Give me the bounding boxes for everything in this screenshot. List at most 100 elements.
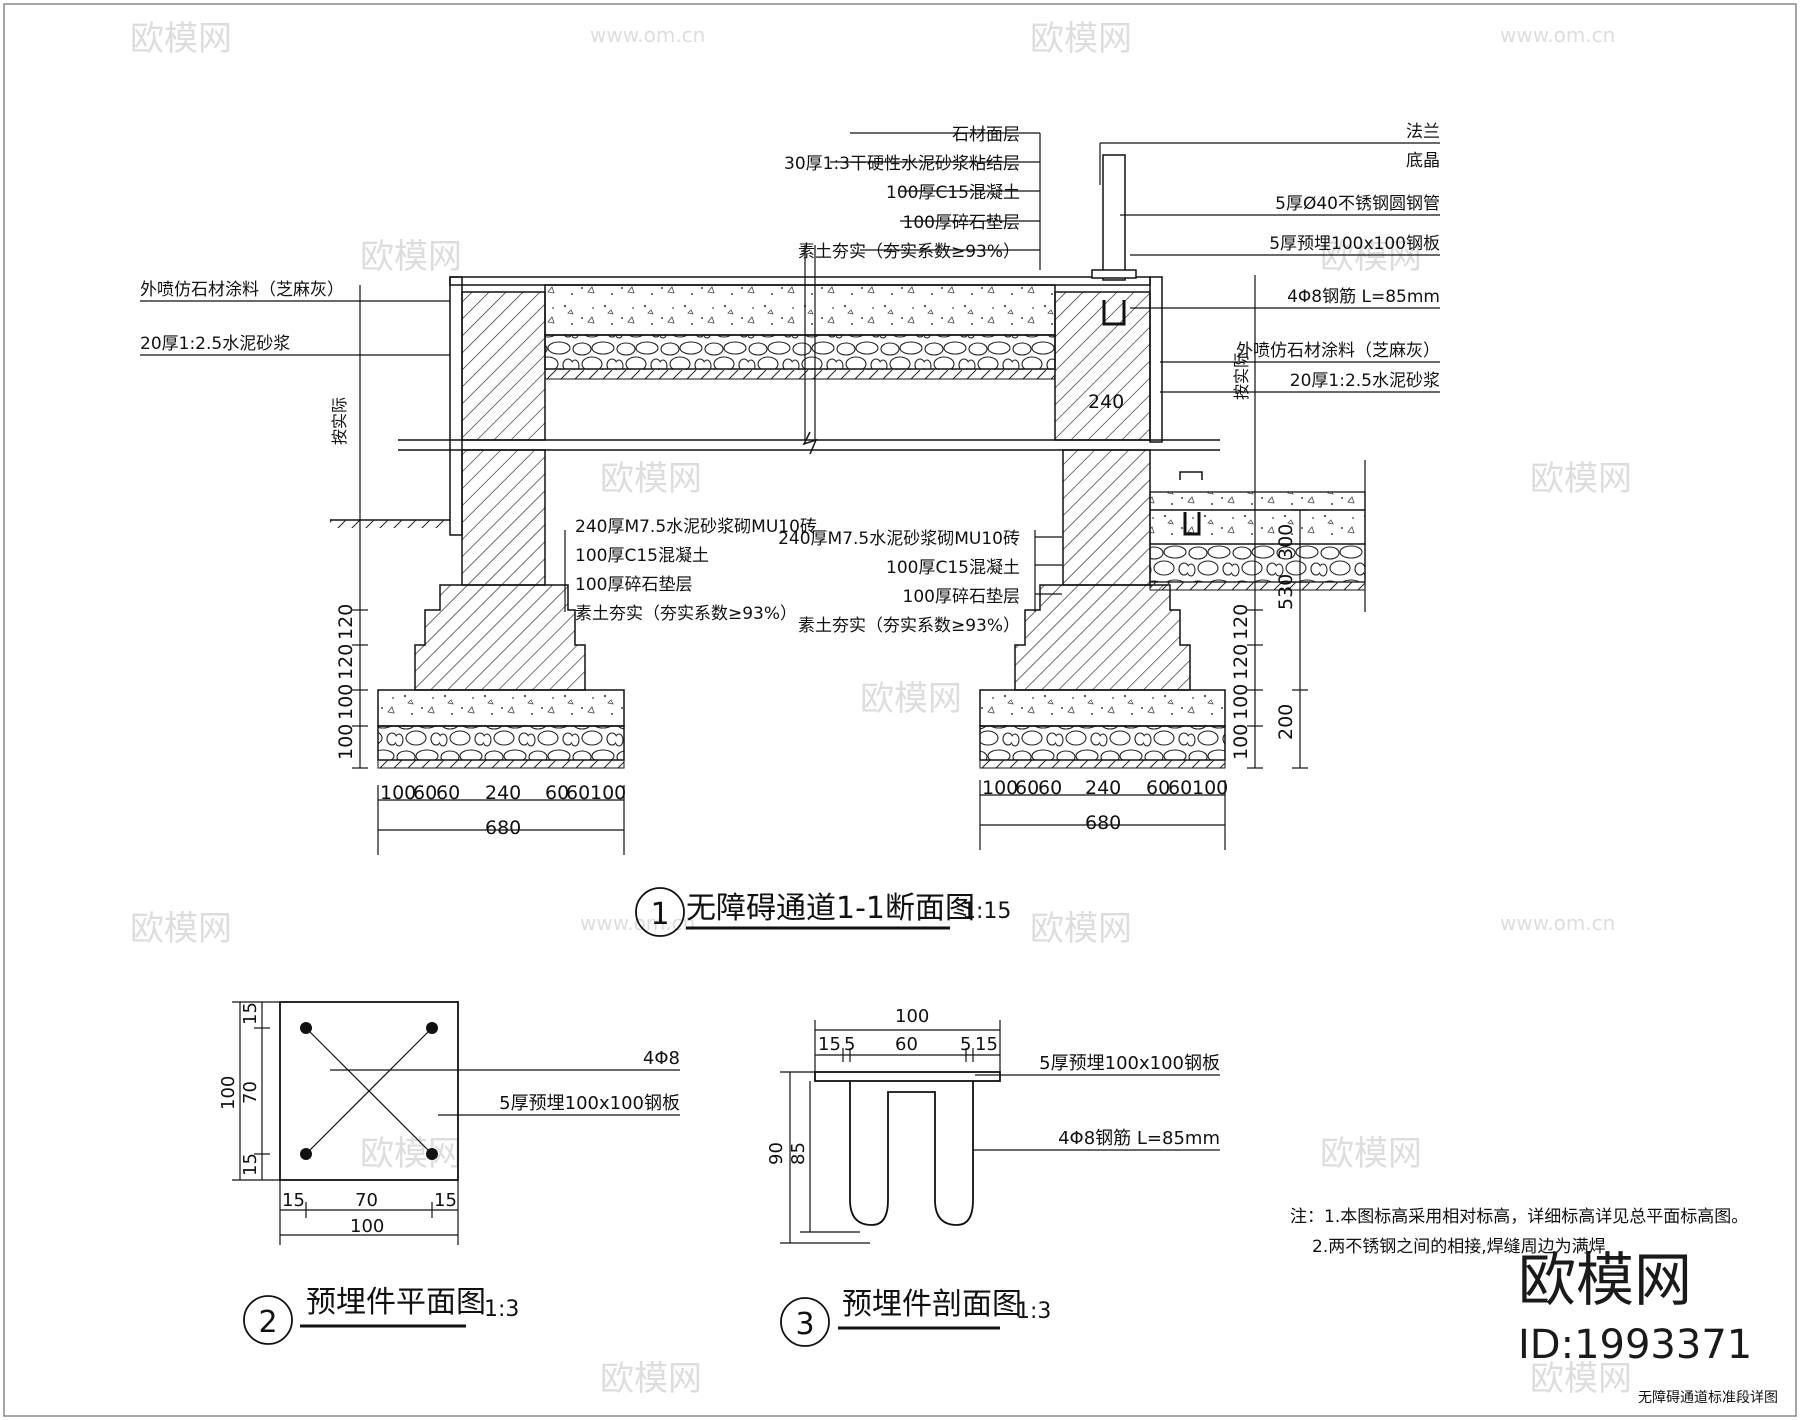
dim-240-top: 240	[1088, 391, 1124, 413]
watermark-brand: 欧模网	[360, 237, 462, 277]
label-concrete-left: 100厚C15混凝土	[575, 546, 709, 566]
dim-c2: 60	[1015, 777, 1039, 799]
dim-b5: 60	[545, 782, 569, 804]
labels-top-right: 法兰 底晶 5厚Ø40不锈钢圆钢管 5厚预埋100x100钢板 4Φ8钢筋 L=…	[1236, 122, 1440, 391]
watermark-site: www.om.cn	[1500, 23, 1615, 47]
label-soil-right: 素土夯实（夯实系数≥93%）	[798, 616, 1020, 636]
sec-dim-5-left: 5	[844, 1034, 855, 1055]
title2-number: 2	[258, 1305, 277, 1340]
left-footing	[414, 584, 586, 691]
brand-stamp: 欧模网 ID:1993371	[1518, 1246, 1752, 1368]
title1-scale: 1:15	[962, 899, 1011, 924]
title3-scale: 1:3	[1016, 1299, 1051, 1324]
dim-right-100b: 100	[1230, 724, 1252, 760]
dim-c4: 240	[1085, 777, 1121, 799]
watermark-brand: 欧模网	[360, 1134, 462, 1174]
label-cement-mortar: 20厚1:2.5水泥砂浆	[1290, 371, 1440, 391]
footer-caption: 无障碍通道标准段详图	[1638, 1390, 1778, 1406]
elevation-note-left: 按实际	[330, 397, 349, 445]
frame	[3, 3, 1797, 1417]
plan-label-rebar: 4Φ8	[643, 1048, 680, 1069]
watermark-brand: 欧模网	[1320, 237, 1422, 277]
label-gravel-right: 100厚碎石垫层	[903, 587, 1020, 607]
label-soil-left: 素土夯实（夯实系数≥93%）	[575, 604, 797, 624]
watermark-brand: 欧模网	[1530, 459, 1632, 499]
dim-b7: 100	[590, 782, 626, 804]
labels-mid-right: 240厚M7.5水泥砂浆砌MU10砖 100厚C15混凝土 100厚碎石垫层 素…	[778, 529, 1020, 636]
section-1-1	[330, 154, 1366, 769]
sec-dim-85: 85	[788, 1142, 809, 1165]
gravel-layer	[544, 334, 1056, 370]
dim-c1: 100	[982, 777, 1018, 799]
right-footing	[1014, 584, 1191, 691]
title1-text: 无障碍通道1-1断面图	[686, 891, 975, 926]
plan-dim-100-v: 100	[218, 1076, 239, 1110]
dim-680-right: 680	[1085, 812, 1121, 834]
title2-text: 预埋件平面图	[306, 1285, 486, 1320]
sec-dim-15-left: 15	[818, 1034, 841, 1055]
label-coating: 外喷仿石材涂料（芝麻灰）	[1236, 341, 1440, 361]
sec-dim-100: 100	[895, 1006, 929, 1027]
watermark-brand: 欧模网	[130, 909, 232, 949]
label-gravel: 100厚碎石垫层	[903, 213, 1020, 233]
dimension-lines	[352, 275, 1308, 855]
elevation-note-right: 按实际	[1232, 352, 1251, 400]
sec-label-rebar: 4Φ8钢筋 L=85mm	[1058, 1128, 1220, 1149]
note-1: 注：1.本图标高采用相对标高，详细标高详见总平面标高图。	[1290, 1207, 1748, 1227]
title1-number: 1	[650, 897, 669, 932]
label-mortar-bed: 30厚1:3干硬性水泥砂浆粘结层	[784, 154, 1020, 174]
dim-right-100a: 100	[1230, 684, 1252, 720]
label-steel-plate: 5厚预埋100x100钢板	[1269, 234, 1440, 254]
watermark-site: www.om.cn	[1500, 911, 1615, 935]
stone-finish	[449, 276, 1151, 286]
dimension-text: 按实际 按实际 120 120 100 100 120 120 100 100 …	[330, 352, 1297, 839]
plan-dim-15-v-bot: 15	[240, 1153, 261, 1176]
title2-scale: 1:3	[484, 1297, 519, 1322]
dim-left-100a: 100	[335, 684, 357, 720]
note-2: 2.两不锈钢之间的相接,焊缝周边为满焊	[1312, 1237, 1606, 1257]
sec-dim-15-right: 15	[975, 1034, 998, 1055]
label-soil: 素土夯实（夯实系数≥93%）	[798, 242, 1020, 262]
plan-dim-15-v-top: 15	[240, 1002, 261, 1025]
title-2: 2 预埋件平面图 1:3	[243, 1285, 519, 1345]
watermark-brand: 欧模网	[1530, 1359, 1632, 1399]
label-concrete: 100厚C15混凝土	[886, 183, 1020, 203]
watermark-brand: 欧模网	[600, 1359, 702, 1399]
stainless-tube	[1102, 154, 1126, 281]
embedded-plate-plan: 100 70 15 15 15 70 15 100 4Φ8 5厚预埋100x10…	[218, 1001, 680, 1245]
dim-c7: 100	[1192, 777, 1228, 799]
labels-left: 外喷仿石材涂料（芝麻灰） 20厚1:2.5水泥砂浆	[140, 280, 344, 354]
dim-300: 300	[1275, 524, 1297, 560]
label-stone-finish: 石材面层	[952, 125, 1020, 145]
labels-top-center: 石材面层 30厚1:3干硬性水泥砂浆粘结层 100厚C15混凝土 100厚碎石垫…	[784, 125, 1020, 262]
sec-dim-5-right: 5	[960, 1034, 971, 1055]
dim-b3: 60	[436, 782, 460, 804]
dim-b1: 100	[380, 782, 416, 804]
plan-dim-15-h-right: 15	[434, 1190, 457, 1211]
watermark-brand: 欧模网	[1030, 909, 1132, 949]
title3-text: 预埋件剖面图	[842, 1287, 1022, 1322]
watermarks: 欧模网 www.om.cn 欧模网 www.om.cn 欧模网 欧模网 欧模网 …	[130, 19, 1632, 1399]
label-coating-left: 外喷仿石材涂料（芝麻灰）	[140, 280, 344, 300]
label-mortar-left: 20厚1:2.5水泥砂浆	[140, 334, 290, 354]
leaders-1	[140, 132, 1440, 612]
watermark-brand: 欧模网	[600, 459, 702, 499]
label-base: 底晶	[1406, 151, 1440, 171]
brand-logo-text: 欧模网	[1518, 1246, 1692, 1314]
dim-680-left: 680	[485, 817, 521, 839]
dim-b4: 240	[485, 782, 521, 804]
title3-number: 3	[795, 1307, 814, 1342]
label-gravel-left: 100厚碎石垫层	[575, 575, 692, 595]
plan-label-plate: 5厚预埋100x100钢板	[499, 1093, 680, 1114]
label-steel-tube: 5厚Ø40不锈钢圆钢管	[1275, 194, 1440, 214]
brand-id: ID:1993371	[1518, 1322, 1752, 1368]
plan-dim-70-h: 70	[355, 1190, 378, 1211]
notes: 注：1.本图标高采用相对标高，详细标高详见总平面标高图。 2.两不锈钢之间的相接…	[1290, 1207, 1748, 1257]
labels-mid-left: 240厚M7.5水泥砂浆砌MU10砖 100厚C15混凝土 100厚碎石垫层 素…	[575, 517, 817, 624]
plan-dim-70-v: 70	[240, 1081, 261, 1104]
dim-c5: 60	[1146, 777, 1170, 799]
dim-c3: 60	[1038, 777, 1062, 799]
dim-b2: 60	[413, 782, 437, 804]
